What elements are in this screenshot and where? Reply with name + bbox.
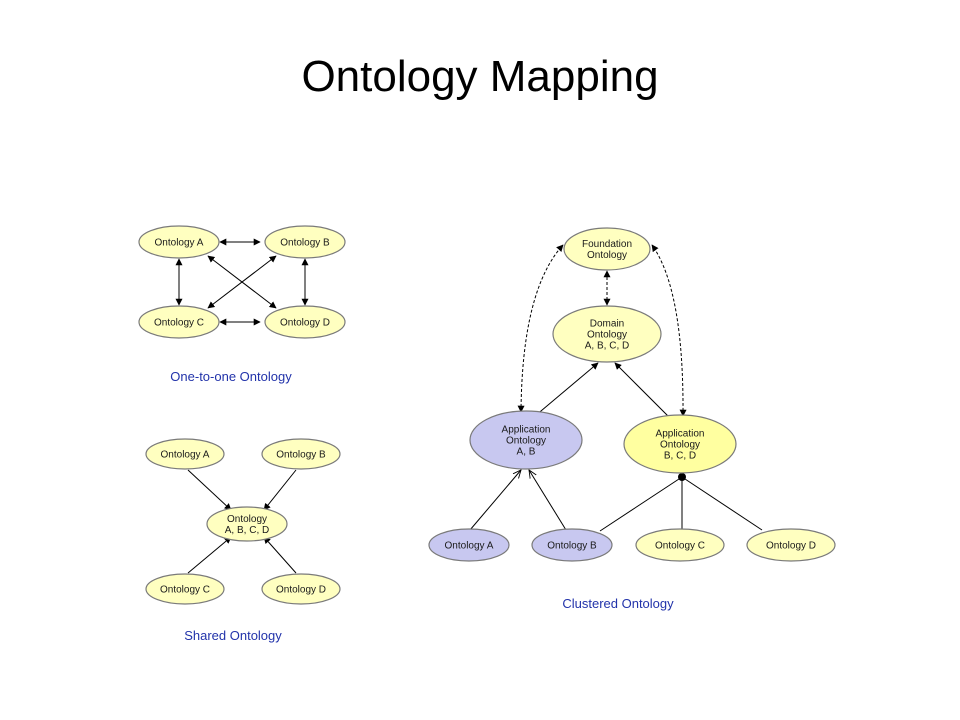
- node-ellipse: [563, 227, 651, 271]
- edge-a-center: [187, 469, 232, 511]
- edge-appbcd-domain: [614, 362, 673, 421]
- node-ontology-b: Ontology B: [531, 528, 613, 562]
- node-ontology-b: Ontology B: [264, 225, 346, 259]
- node-ellipse: [531, 528, 613, 562]
- node-label: Ontology D: [766, 541, 816, 552]
- one-to-one-diagram: Ontology A Ontology B Ontology C Ontolog…: [138, 225, 346, 384]
- node-label: Ontology: [660, 440, 700, 451]
- node-label: Ontology B: [280, 238, 330, 249]
- node-ellipse: [145, 573, 225, 605]
- node-label: Foundation: [582, 239, 632, 250]
- node-ellipse: [261, 573, 341, 605]
- node-ontology-a: Ontology A: [145, 438, 225, 470]
- edge-appbcd-foundation: [651, 244, 687, 417]
- node-ellipse: [206, 506, 288, 542]
- node-label: Ontology B: [547, 541, 597, 552]
- node-ontology-d: Ontology D: [264, 305, 346, 339]
- node-ellipse: [264, 225, 346, 259]
- node-ontology-c: Ontology C: [635, 528, 725, 562]
- edge-appab-domain: [534, 362, 599, 417]
- node-label: Ontology C: [655, 541, 705, 552]
- caption-one-to-one: One-to-one Ontology: [170, 369, 292, 384]
- caption-clustered: Clustered Ontology: [562, 596, 674, 611]
- node-label: Ontology: [227, 514, 267, 525]
- node-label: Application: [502, 425, 551, 436]
- node-ellipse: [145, 438, 225, 470]
- node-label: Ontology B: [276, 450, 326, 461]
- node-label: A, B, C, D: [225, 525, 269, 536]
- node-ellipse: [623, 414, 737, 474]
- node-label: Ontology A: [155, 238, 204, 249]
- node-label: Ontology D: [276, 585, 326, 596]
- node-ellipse: [552, 305, 662, 363]
- node-ellipse: [138, 305, 220, 339]
- node-ontology-c: Ontology C: [138, 305, 220, 339]
- edge-b-appab: [529, 470, 567, 531]
- edge-c-center: [187, 536, 232, 574]
- node-label: Application: [656, 429, 705, 440]
- edge-b-c: [207, 255, 277, 309]
- edge-appab-foundation: [517, 244, 564, 413]
- caption-shared: Shared Ontology: [184, 628, 282, 643]
- node-label: A, B: [517, 447, 536, 458]
- node-ontology-d: Ontology D: [746, 528, 836, 562]
- node-label: Domain: [590, 319, 624, 330]
- page-title: Ontology Mapping: [301, 52, 659, 101]
- edge-d-appbcd: [681, 476, 763, 531]
- edge-b-center: [263, 469, 297, 511]
- node-ontology-a: Ontology A: [428, 528, 510, 562]
- node-ellipse: [746, 528, 836, 562]
- node-ellipse: [428, 528, 510, 562]
- node-ellipse: [264, 305, 346, 339]
- edge-a-appab: [469, 470, 521, 531]
- edge-b-appbcd: [599, 476, 683, 532]
- edge-d-center: [263, 536, 297, 574]
- node-label: A, B, C, D: [585, 341, 629, 352]
- node-ellipse: [261, 438, 341, 470]
- node-ontology-b: Ontology B: [261, 438, 341, 470]
- node-label: Ontology: [506, 436, 546, 447]
- node-label: Ontology: [587, 330, 627, 341]
- node-label: Ontology C: [160, 585, 210, 596]
- node-ontology-d: Ontology D: [261, 573, 341, 605]
- node-label: Ontology A: [161, 450, 210, 461]
- node-label: Ontology A: [445, 541, 494, 552]
- junction-dot: [678, 473, 686, 481]
- node-label: Ontology: [587, 250, 627, 261]
- node-ontology-a: Ontology A: [138, 225, 220, 259]
- node-ontology-c: Ontology C: [145, 573, 225, 605]
- node-ellipse: [469, 410, 583, 470]
- node-label: Ontology C: [154, 318, 204, 329]
- node-ellipse: [138, 225, 220, 259]
- node-label: Ontology D: [280, 318, 330, 329]
- node-label: B, C, D: [664, 451, 696, 462]
- node-ellipse: [635, 528, 725, 562]
